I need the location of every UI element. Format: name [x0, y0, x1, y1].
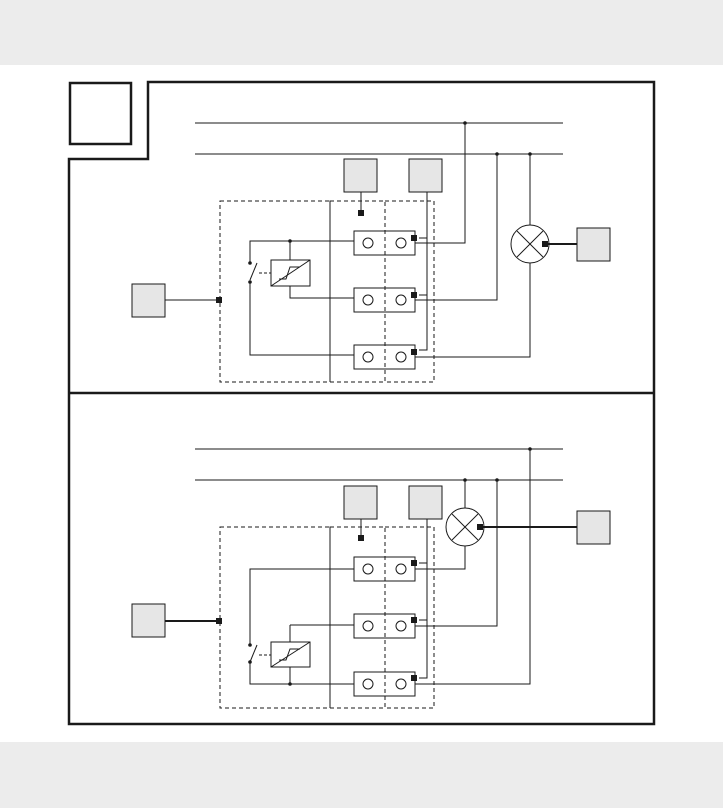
wiring — [249, 449, 531, 685]
wiring — [249, 123, 531, 358]
bottom-panel — [131, 447, 611, 709]
outer-frame — [67, 80, 656, 726]
relay-switch-icon — [249, 641, 311, 668]
figure-number-box — [68, 81, 133, 146]
dashed-enclosure — [219, 200, 435, 383]
dashed-enclosure — [219, 526, 435, 709]
junction-dot — [248, 121, 532, 284]
label-box — [131, 158, 611, 318]
junction-dot — [248, 447, 532, 686]
top-panel — [131, 121, 611, 383]
label-box — [131, 485, 611, 638]
relay-switch-icon — [249, 259, 311, 287]
